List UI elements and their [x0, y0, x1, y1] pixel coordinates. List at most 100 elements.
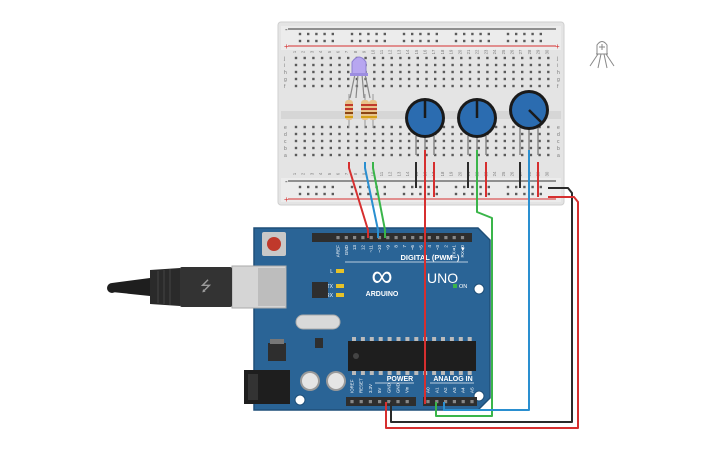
wire-blue-led[interactable] — [364, 162, 379, 238]
column-number: 11 — [379, 49, 384, 54]
resistor-icon[interactable] — [361, 94, 369, 128]
wire-red-5v[interactable] — [385, 196, 579, 429]
usb-chip — [312, 282, 328, 298]
row-letter: c — [557, 139, 560, 145]
header-pin[interactable] — [405, 400, 409, 404]
row-letter: h — [284, 70, 287, 76]
resistor-icon[interactable] — [369, 94, 377, 128]
header-pin[interactable] — [435, 400, 439, 404]
dc-power-jack — [244, 370, 290, 404]
column-number: 8 — [353, 50, 358, 53]
analog-header[interactable] — [423, 397, 477, 406]
rail-plus-label-right: + — [555, 42, 560, 51]
wire-pot3-signal[interactable] — [443, 150, 530, 411]
column-number: 1 — [292, 172, 297, 175]
row-letter: a — [284, 153, 287, 159]
wire-pot2-signal[interactable] — [435, 150, 493, 417]
header-pin[interactable] — [402, 236, 406, 240]
header-pin[interactable] — [444, 400, 448, 404]
column-number: 25 — [501, 49, 506, 54]
header-pin[interactable] — [470, 400, 474, 404]
column-number: 13 — [396, 49, 401, 54]
power-header[interactable] — [346, 397, 416, 406]
pin-label: 5V — [377, 388, 382, 393]
column-number: 10 — [370, 49, 375, 54]
header-pin[interactable] — [387, 400, 391, 404]
column-number: 28 — [527, 49, 532, 54]
rgb-led-icon[interactable] — [349, 56, 371, 99]
header-pin[interactable] — [461, 400, 465, 404]
pin-label: 4 — [427, 245, 432, 248]
header-pin[interactable] — [344, 236, 348, 240]
digital-header[interactable] — [312, 233, 472, 242]
column-number: 27 — [518, 49, 523, 54]
pin-label: 12 — [360, 245, 365, 251]
row-letter: h — [557, 70, 560, 76]
header-pin[interactable] — [369, 236, 373, 240]
column-number: 9 — [362, 50, 367, 53]
header-pin[interactable] — [427, 236, 431, 240]
header-pin[interactable] — [396, 400, 400, 404]
row-letter: a — [557, 153, 560, 159]
column-number: 3 — [309, 50, 314, 53]
header-pin[interactable] — [426, 400, 430, 404]
pin-label: GND — [344, 244, 349, 255]
pin-label: A2 — [443, 387, 448, 393]
row-letter: e — [557, 125, 560, 131]
wire-black-gnd[interactable] — [390, 187, 573, 423]
column-number: 26 — [510, 49, 515, 54]
resistor-icon[interactable] — [345, 94, 353, 128]
status-led — [336, 284, 344, 288]
header-pin[interactable] — [378, 400, 382, 404]
row-letter: e — [284, 125, 287, 131]
row-letter: b — [284, 146, 287, 152]
pin-label: ~10 — [377, 245, 382, 253]
header-pin[interactable] — [336, 236, 340, 240]
capacitor — [326, 371, 346, 391]
pin-label: ~6 — [410, 245, 415, 251]
usb-icon: ⭍ — [107, 267, 232, 307]
header-pin[interactable] — [359, 400, 363, 404]
header-pin[interactable] — [452, 236, 456, 240]
header-pin[interactable] — [386, 236, 390, 240]
header-pin[interactable] — [353, 236, 357, 240]
header-pin[interactable] — [411, 236, 415, 240]
column-number: 4 — [318, 172, 323, 175]
pin-label: ~9 — [385, 245, 390, 251]
column-number: 12 — [388, 171, 393, 176]
header-pin[interactable] — [368, 400, 372, 404]
header-pin[interactable] — [394, 236, 398, 240]
pin-label: 2 — [443, 245, 448, 248]
wire-green-led[interactable] — [372, 162, 386, 238]
pin-label: 8 — [394, 245, 399, 248]
wires[interactable] — [348, 150, 579, 429]
power-led — [453, 284, 457, 288]
rail-minus-label-bottom: - — [285, 177, 288, 186]
reset-button[interactable] — [262, 232, 286, 256]
pin-label: ~5 — [419, 245, 424, 251]
led-label: L — [330, 269, 333, 275]
row-letter: j — [283, 56, 285, 62]
header-pin[interactable] — [377, 236, 382, 240]
header-pin[interactable] — [361, 236, 365, 240]
header-pin[interactable] — [444, 236, 448, 240]
header-pin[interactable] — [460, 236, 465, 240]
led-label: RX — [326, 293, 334, 299]
header-pin[interactable] — [419, 236, 423, 240]
wire-red-led[interactable] — [348, 162, 369, 238]
potentiometer-icon[interactable] — [509, 90, 549, 155]
arduino-model-label: UNO — [427, 270, 458, 286]
column-number: 9 — [362, 172, 367, 175]
status-led — [336, 293, 344, 297]
pin-label: A5 — [470, 387, 475, 393]
potentiometer-icon[interactable] — [457, 98, 497, 155]
arduino-brand-label: ARDUINO — [366, 291, 399, 298]
header-pin[interactable] — [350, 400, 354, 404]
row-letter: c — [284, 139, 287, 145]
header-pin[interactable] — [436, 236, 440, 240]
column-number: 16 — [423, 49, 428, 54]
header-pin[interactable] — [452, 400, 456, 404]
pin-label: GND — [386, 383, 391, 393]
